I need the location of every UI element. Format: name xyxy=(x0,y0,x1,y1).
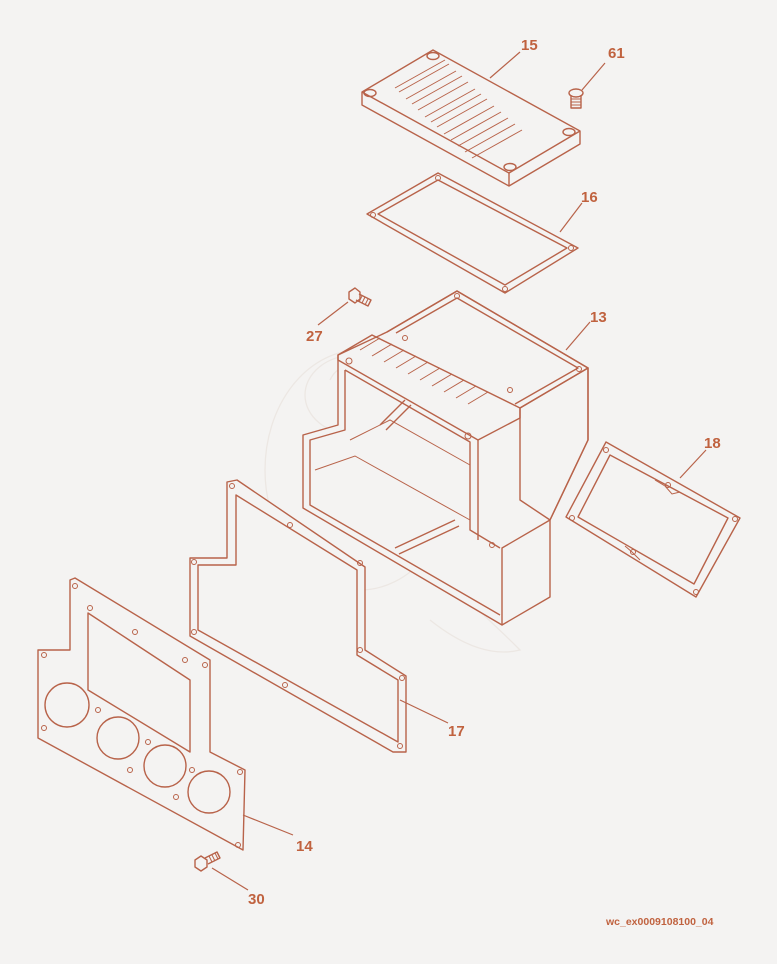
part-13-housing xyxy=(302,290,589,626)
part-16-gasket xyxy=(366,172,579,294)
part-27-bolt xyxy=(348,287,372,307)
part-15-cover-plate xyxy=(361,49,581,187)
part-17-main-gasket xyxy=(189,479,407,753)
part-14-front-plate xyxy=(37,577,246,851)
callout-18: 18 xyxy=(704,435,721,452)
figure-code: wc_ex0009108100_04 xyxy=(605,916,714,928)
callout-17: 17 xyxy=(448,723,465,740)
callouts: 15 61 16 27 13 18 17 14 30 xyxy=(248,37,721,908)
callout-14: 14 xyxy=(296,838,313,855)
callout-16: 16 xyxy=(581,189,598,206)
callout-61: 61 xyxy=(608,45,625,62)
callout-27: 27 xyxy=(306,328,323,345)
part-18-side-gasket xyxy=(565,441,741,598)
leader-lines xyxy=(211,51,707,891)
callout-15: 15 xyxy=(521,37,538,54)
callout-13: 13 xyxy=(590,309,607,326)
part-61-screw xyxy=(568,88,584,109)
part-30-bolt xyxy=(194,851,221,872)
callout-30: 30 xyxy=(248,891,265,908)
